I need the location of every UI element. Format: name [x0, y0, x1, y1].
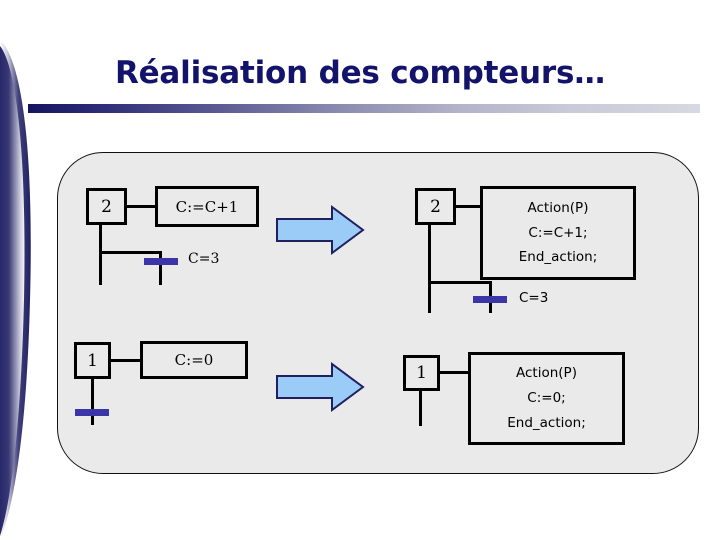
- step-number-label: 1: [87, 350, 98, 371]
- action-text: C:=C+1: [175, 197, 239, 216]
- link-step-to-action-top-left: [126, 205, 157, 208]
- title-underline-rule: [28, 104, 700, 113]
- step-number-label: 2: [430, 196, 441, 217]
- transition-bar-top-right[interactable]: [473, 296, 507, 303]
- step-box-bottom-right[interactable]: 1: [403, 355, 440, 391]
- action-box-bottom-right[interactable]: Action(P) C:=0; End_action;: [468, 352, 625, 445]
- link-branch-top-left: [99, 251, 162, 254]
- action-line-3: End_action;: [507, 414, 586, 431]
- action-line-2: C:=C+1;: [528, 224, 588, 241]
- action-box-top-right[interactable]: Action(P) C:=C+1; End_action;: [480, 186, 636, 280]
- action-box-bottom-left[interactable]: C:=0: [140, 341, 248, 379]
- action-box-top-left[interactable]: C:=C+1: [155, 186, 259, 227]
- transition-bar-top-left[interactable]: [144, 258, 178, 265]
- transition-condition-top-left: C=3: [188, 251, 220, 267]
- step-number-label: 2: [101, 196, 112, 217]
- action-line-2: C:=0;: [527, 390, 566, 407]
- link-down-left-branch-top-right: [428, 281, 431, 313]
- page-title: Réalisation des compteurs…: [114, 55, 606, 91]
- action-line-1: Action(P): [516, 365, 577, 382]
- transition-bar-bottom-left[interactable]: [75, 409, 109, 416]
- step-box-top-left[interactable]: 2: [86, 188, 127, 225]
- link-down-left-branch-top-left: [99, 251, 102, 285]
- step-box-top-right[interactable]: 2: [415, 188, 456, 225]
- link-step-to-action-bottom-right: [439, 371, 470, 374]
- step-box-bottom-left[interactable]: 1: [74, 342, 111, 379]
- link-branch-top-right: [428, 281, 492, 284]
- action-text: C:=0: [174, 351, 214, 369]
- action-line-3: End_action;: [518, 249, 598, 266]
- link-step-to-action-top-right: [455, 205, 483, 208]
- equivalence-arrow-top: [276, 205, 365, 255]
- link-step-to-action-bottom-left: [110, 359, 142, 362]
- link-down-top-left: [99, 224, 102, 254]
- link-down-top-right: [428, 224, 431, 284]
- link-down-bottom-left: [91, 378, 94, 425]
- step-number-label: 1: [416, 363, 427, 383]
- link-down-bottom-right: [419, 390, 422, 426]
- link-down-right-branch-top-left: [159, 251, 162, 285]
- action-line-1: Action(P): [527, 199, 589, 216]
- transition-condition-top-right: C=3: [519, 290, 549, 306]
- equivalence-arrow-bottom: [276, 362, 365, 412]
